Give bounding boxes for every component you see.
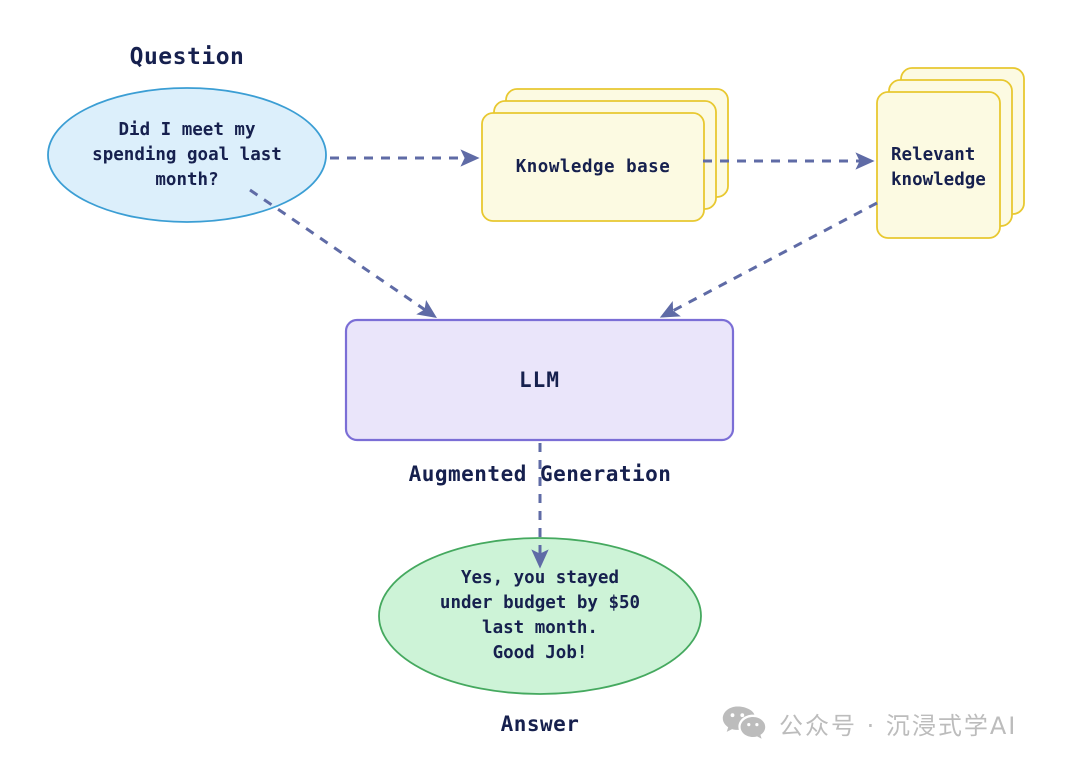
knowledge-base-text: Knowledge base <box>515 157 671 177</box>
llm-label: LLM <box>519 368 560 392</box>
relevant-knowledge-text: Relevant knowledge <box>891 145 986 190</box>
watermark: 公众号 · 沉浸式学AI <box>722 705 1017 741</box>
wechat-icon <box>722 706 766 739</box>
question-text: Did I meet my spending goal last month? <box>92 119 282 190</box>
answer-caption: Answer <box>500 712 580 736</box>
watermark-text: 公众号 · 沉浸式学AI <box>779 711 1018 740</box>
answer-text: Yes, you stayed under budget by $50 last… <box>439 568 641 663</box>
augmented-generation-caption: Augmented Generation <box>408 462 672 486</box>
question-caption: Question <box>129 44 245 70</box>
edge-question-to-llm <box>249 188 437 319</box>
